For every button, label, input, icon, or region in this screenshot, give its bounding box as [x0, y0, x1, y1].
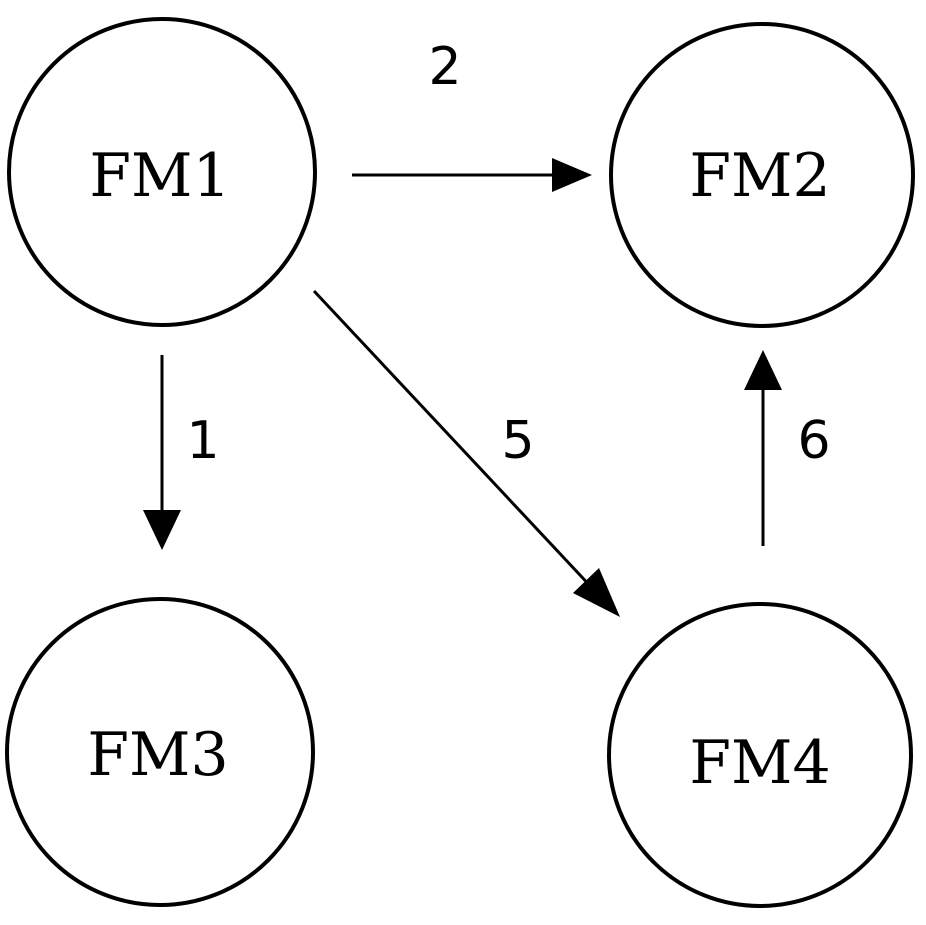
node-fm4-circle	[607, 602, 913, 908]
edge-fm1-to-fm3-arrowhead	[143, 510, 181, 550]
edge-fm1-to-fm4-arrowhead	[573, 568, 620, 617]
edge-fm4-to-fm2-label: 6	[797, 411, 830, 471]
edge-fm1-to-fm3-label: 1	[186, 411, 219, 471]
edge-fm4-to-fm2: 6	[744, 350, 831, 546]
node-fm3-circle	[5, 597, 315, 907]
node-fm2-circle	[609, 22, 915, 328]
edge-fm1-to-fm2-label: 2	[428, 37, 461, 97]
node-fm1-label: FM1	[89, 141, 230, 211]
node-fm1-circle	[7, 17, 317, 327]
node-fm2: FM2	[609, 22, 915, 328]
node-fm1: FM1	[7, 17, 317, 327]
edge-fm1-to-fm2: 2	[352, 37, 592, 192]
node-fm3-label: FM3	[87, 720, 228, 790]
edge-fm1-to-fm4-label: 5	[501, 411, 534, 471]
edge-fm1-to-fm4: 5	[312, 289, 620, 617]
edge-fm1-to-fm4-line	[312, 289, 596, 592]
edge-fm4-to-fm2-arrowhead	[744, 350, 782, 390]
node-fm2-label: FM2	[689, 141, 830, 211]
node-fm3: FM3	[5, 597, 315, 907]
node-fm4: FM4	[607, 602, 913, 908]
edge-fm1-to-fm2-arrowhead	[552, 158, 592, 192]
edge-fm1-to-fm3: 1	[143, 355, 220, 550]
node-fm4-label: FM4	[689, 728, 830, 798]
